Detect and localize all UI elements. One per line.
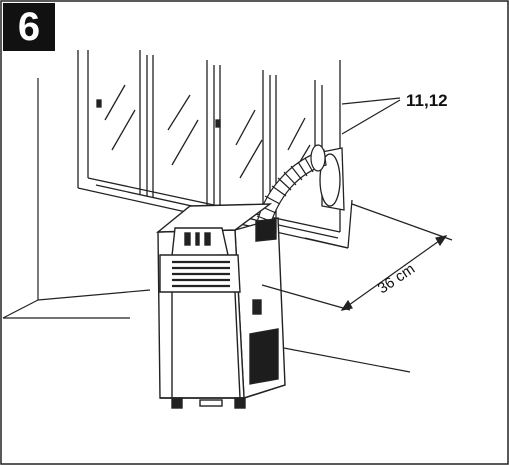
air-conditioner-unit — [155, 203, 286, 409]
callout-label: 11,12 — [406, 91, 448, 110]
step-number-badge: 6 — [3, 3, 55, 51]
distance-dimension — [261, 203, 453, 311]
exhaust-hose — [254, 144, 327, 233]
distance-label: 36 cm — [375, 260, 418, 297]
room-lines — [2, 78, 411, 373]
callout-leader-lines — [341, 97, 401, 135]
window-kit-plate — [319, 147, 345, 211]
